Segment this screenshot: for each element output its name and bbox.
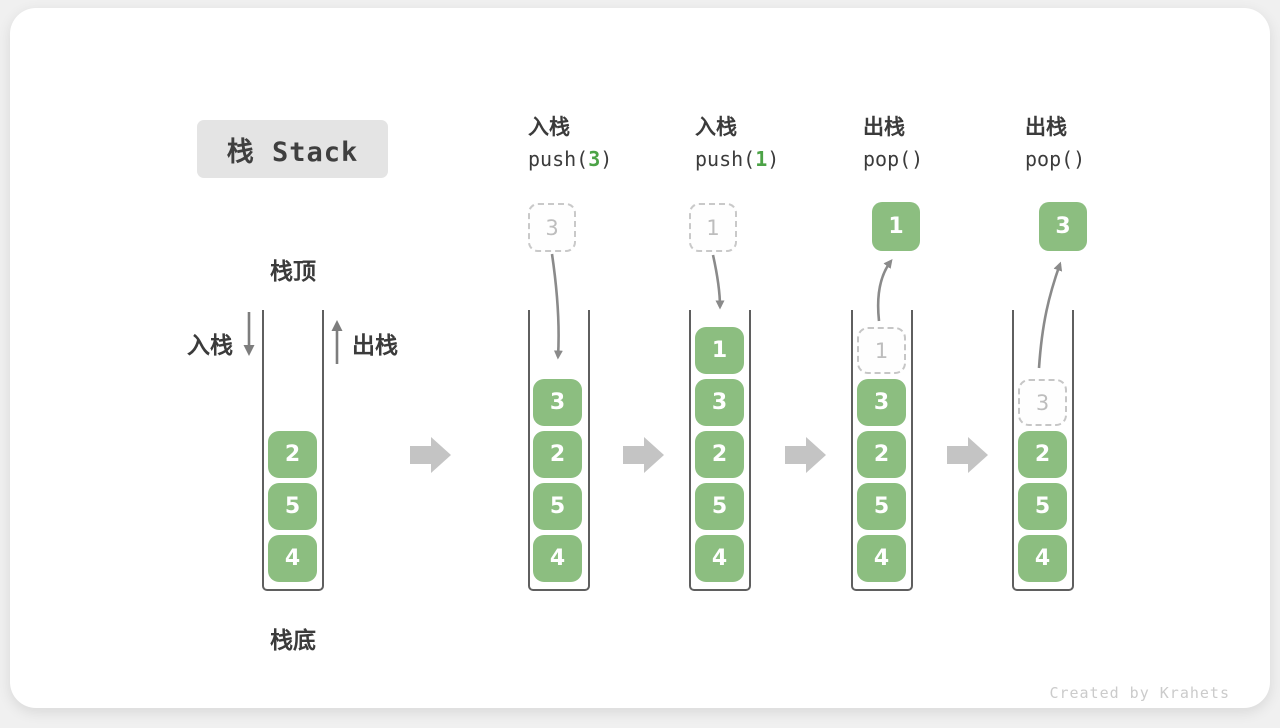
operation-label-push-1: 入栈 push(1)	[695, 114, 855, 176]
operation-code: pop()	[1025, 147, 1086, 171]
code-argument: 3	[588, 147, 601, 171]
operation-action: 入栈	[695, 116, 737, 139]
flow-arrow-icon	[947, 437, 988, 473]
stack-block: 5	[857, 483, 906, 530]
flow-arrow-icon	[623, 437, 664, 473]
incoming-value-box: 3	[528, 203, 576, 252]
stack-block: 1	[695, 327, 744, 374]
stack-block: 5	[268, 483, 317, 530]
code-argument: 1	[755, 147, 768, 171]
operation-action: 出栈	[1025, 116, 1067, 139]
stack-block: 4	[268, 535, 317, 582]
stack-block: 2	[695, 431, 744, 478]
stack-block: 4	[1018, 535, 1067, 582]
flow-arrow-icon	[410, 437, 451, 473]
stack-block: 4	[695, 535, 744, 582]
stack-block: 2	[268, 431, 317, 478]
operation-action: 出栈	[863, 116, 905, 139]
operation-label-pop-2: 出栈 pop()	[1025, 114, 1185, 176]
operation-code: push(1)	[695, 147, 780, 171]
popped-value-box: 3	[1039, 202, 1087, 251]
push-side-label: 入栈	[187, 332, 233, 358]
operation-label-pop-1: 出栈 pop()	[863, 114, 1023, 176]
stack-block: 4	[533, 535, 582, 582]
flow-arrow-icon	[785, 437, 826, 473]
operation-action: 入栈	[528, 116, 570, 139]
operation-code: pop()	[863, 147, 924, 171]
stack-block: 3	[533, 379, 582, 426]
title-badge: 栈 Stack	[197, 120, 388, 178]
stack-block: 2	[857, 431, 906, 478]
popped-value-box: 1	[872, 202, 920, 251]
push-curve-arrow-icon	[711, 254, 725, 310]
stack-block: 4	[857, 535, 906, 582]
stack-block: 2	[533, 431, 582, 478]
stack-block: 2	[1018, 431, 1067, 478]
operation-code: push(3)	[528, 147, 613, 171]
stack-block: 5	[1018, 483, 1067, 530]
stack-block: 5	[695, 483, 744, 530]
stack-block: 3	[857, 379, 906, 426]
diagram-card: 栈 Stack 入栈 push(3) 入栈 push(1) 出栈 pop() 出…	[10, 8, 1270, 708]
incoming-value-box: 1	[689, 203, 737, 252]
pop-side-label: 出栈	[352, 332, 398, 358]
stack-block: 5	[533, 483, 582, 530]
ghost-block: 3	[1018, 379, 1067, 426]
stack-block: 3	[695, 379, 744, 426]
stack-bottom-label: 栈底	[270, 627, 316, 653]
operation-label-push-3: 入栈 push(3)	[528, 114, 688, 176]
watermark: Created by Krahets	[1049, 684, 1230, 702]
ghost-block: 1	[857, 327, 906, 374]
stack-top-label: 栈顶	[270, 258, 316, 284]
